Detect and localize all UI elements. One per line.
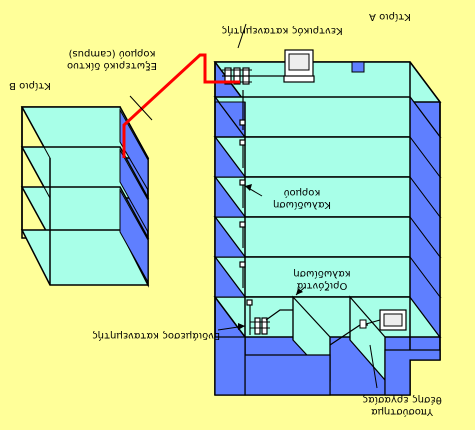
label-external-network: Εξωτερικό δίκτυο: [67, 60, 157, 72]
label-main-distributor: Κεντρικός κατανεμητής: [221, 25, 342, 37]
label-workstation: Υποσύστημα: [371, 406, 434, 418]
campus-backbone-cable: [122, 53, 240, 158]
label-backbone: κορμού: [283, 187, 320, 199]
building-a: [213, 61, 442, 396]
label-campus: κορμού (campus): [68, 48, 155, 60]
label-horizontal: Οριζόντια: [296, 280, 347, 292]
label-cabling: Καλωδίωση: [273, 199, 331, 211]
arrow-heads: [238, 184, 303, 330]
computer-icon: [283, 49, 315, 83]
building-b: [20, 106, 150, 288]
building-a-floor-5: [213, 96, 442, 138]
floor-risers: [239, 90, 253, 335]
building-a-floor-2: [213, 216, 442, 258]
workstation-icon: [359, 309, 407, 331]
label-work-area: θέσης εργασίας: [362, 394, 442, 406]
label-floor-distributor: Ενδιάμεσος κατανεμητής: [92, 330, 220, 342]
label-building-a: Κτίριο Α: [369, 11, 411, 23]
label-building-b: Κτίριο Β: [9, 80, 51, 92]
label-horizontal-cabling: καλωδίωση: [293, 268, 350, 280]
building-a-floor-3: [213, 176, 442, 218]
building-a-floor-4: [213, 136, 442, 178]
